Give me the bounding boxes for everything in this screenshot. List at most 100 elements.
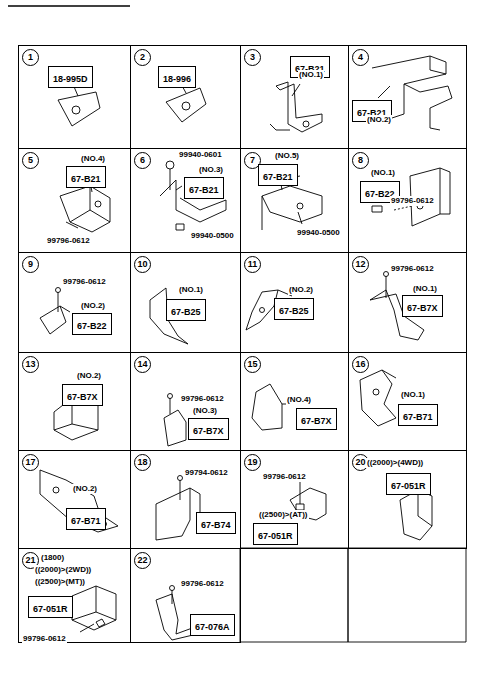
part-number-box: 67-B21 bbox=[66, 166, 106, 188]
figure-cell: 22 67-076A bbox=[130, 548, 241, 643]
part-number-box: 67-B25 bbox=[166, 299, 206, 321]
callout-number: 18 bbox=[134, 454, 151, 471]
part-number-box: 67-B71 bbox=[66, 508, 106, 530]
part-number-box: 67-B7X bbox=[296, 408, 337, 430]
part-number-box: 67-B22 bbox=[72, 313, 112, 335]
callout-number: 22 bbox=[134, 552, 151, 569]
figure-cell: 1767-B71 bbox=[18, 450, 131, 549]
variant-note: (NO.2) bbox=[76, 371, 102, 381]
variant-note: ((2500)>(AT)) bbox=[258, 510, 309, 520]
part-number: 67-B21 bbox=[189, 185, 219, 195]
part-number-box: 18-996 bbox=[158, 66, 196, 88]
figure-cell: 13 67-B7X bbox=[18, 352, 131, 451]
variant-note: (NO.2) bbox=[366, 115, 392, 125]
part-number-box: 67-B21 bbox=[184, 177, 224, 199]
figure-cell: 19 67-051R bbox=[240, 450, 349, 549]
variant-note: ((2000)>(4WD)) bbox=[366, 458, 424, 468]
part-number: 67-B7X bbox=[193, 426, 224, 436]
bolt-part-number: 99796-0612 bbox=[390, 264, 435, 274]
variant-note: (NO.1) bbox=[178, 285, 204, 295]
callout-number: 11 bbox=[244, 256, 261, 273]
part-number: 67-051R bbox=[258, 531, 293, 541]
part-number-box: 67-B25 bbox=[274, 298, 314, 320]
variant-note: (NO.3) bbox=[192, 406, 218, 416]
bolt-part-number: 99940-0500 bbox=[296, 228, 341, 238]
figure-cell: 11 67-B25 bbox=[240, 252, 349, 353]
part-number: 67-B25 bbox=[171, 307, 201, 317]
bolt-part-number: 99794-0612 bbox=[184, 468, 229, 478]
variant-note: (NO.2) bbox=[288, 285, 314, 295]
figure-cell: 16 67-B71 bbox=[348, 352, 467, 451]
part-number-box: 67-B7X bbox=[402, 295, 443, 317]
variant-note: (NO.1) bbox=[412, 284, 438, 294]
callout-number: 8 bbox=[352, 152, 369, 169]
figure-cell: 10 67-B25 bbox=[130, 252, 241, 353]
part-number: 67-B21 bbox=[71, 174, 101, 184]
figure-cell: 1 18-995D bbox=[18, 45, 131, 149]
variant-note: (NO.3) bbox=[198, 165, 224, 175]
part-number-box: 67-B74 bbox=[196, 512, 236, 534]
variant-note: (NO.2) bbox=[72, 484, 98, 494]
figure-cell: 2 18-996 bbox=[130, 45, 241, 149]
callout-number: 5 bbox=[22, 152, 39, 169]
part-number: 67-B21 bbox=[263, 172, 293, 182]
empty-cell bbox=[348, 548, 466, 642]
variant-note: (NO.1) bbox=[298, 70, 324, 80]
part-number-box: 67-076A bbox=[190, 614, 235, 636]
figure-cell: 467-B21 bbox=[348, 45, 467, 149]
callout-number: 16 bbox=[352, 356, 369, 373]
callout-number: 4 bbox=[352, 49, 369, 66]
callout-number: 10 bbox=[134, 256, 151, 273]
part-number-box: 67-051R bbox=[28, 596, 73, 618]
part-number: 67-B22 bbox=[77, 321, 107, 331]
part-number: 67-051R bbox=[33, 604, 68, 614]
variant-note: (1800) bbox=[40, 553, 65, 563]
bolt-part-number: 99796-0612 bbox=[46, 236, 91, 246]
figure-cell: 2167-051R bbox=[18, 548, 131, 643]
part-number-box: 67-B7X bbox=[62, 384, 103, 406]
variant-note: ((2500)>(MT)) bbox=[34, 577, 86, 587]
bolt-part-number: 99796-0612 bbox=[180, 579, 225, 589]
callout-number: 1 bbox=[22, 49, 39, 66]
figure-cell: 9 67-B22 bbox=[18, 252, 131, 353]
variant-note: ((2000)>(2WD)) bbox=[34, 565, 92, 575]
part-number-box: 18-995D bbox=[48, 66, 93, 88]
part-number: 67-B25 bbox=[279, 306, 309, 316]
part-number: 67-B7X bbox=[301, 416, 332, 426]
bolt-part-number: 99796-0612 bbox=[390, 196, 435, 206]
variant-note: (NO.5) bbox=[274, 151, 300, 161]
variant-note: (NO.2) bbox=[80, 301, 106, 311]
part-number: 67-051R bbox=[391, 481, 426, 491]
callout-number: 13 bbox=[22, 356, 39, 373]
callout-number: 12 bbox=[352, 256, 369, 273]
bolt-part-number: 99796-0612 bbox=[180, 394, 225, 404]
part-number: 18-996 bbox=[163, 74, 191, 84]
part-number: 67-B74 bbox=[201, 520, 231, 530]
variant-note: (NO.1) bbox=[400, 390, 426, 400]
part-number-box: 67-051R bbox=[253, 523, 298, 545]
bolt-part-number: 99796-0612 bbox=[22, 634, 67, 644]
empty-cell bbox=[240, 548, 348, 642]
callout-number: 14 bbox=[134, 356, 151, 373]
figure-cell: 367-B21 bbox=[240, 45, 349, 149]
bolt-part-number: 99796-0612 bbox=[62, 277, 107, 287]
figure-cell: 18 67-B74 bbox=[130, 450, 241, 549]
part-number: 67-B71 bbox=[403, 412, 433, 422]
part-number: 67-076A bbox=[195, 622, 230, 632]
header-rule bbox=[8, 5, 130, 7]
callout-number: 15 bbox=[244, 356, 261, 373]
callout-number: 19 bbox=[244, 454, 261, 471]
bolt-part-number: 99796-0612 bbox=[262, 472, 307, 482]
part-number-box: 67-B21 bbox=[258, 164, 298, 186]
part-number-box: 67-051R bbox=[386, 473, 431, 495]
part-number: 67-B71 bbox=[71, 516, 101, 526]
callout-number: 2 bbox=[134, 49, 151, 66]
callout-number: 9 bbox=[22, 256, 39, 273]
variant-note: (NO.1) bbox=[370, 168, 396, 178]
part-number: 67-B7X bbox=[67, 392, 98, 402]
bolt-part-number: 99940-0601 bbox=[178, 150, 223, 160]
variant-note: (NO.4) bbox=[80, 154, 106, 164]
part-number: 18-995D bbox=[53, 74, 88, 84]
part-number: 67-B7X bbox=[407, 303, 438, 313]
variant-note: (NO.4) bbox=[286, 395, 312, 405]
